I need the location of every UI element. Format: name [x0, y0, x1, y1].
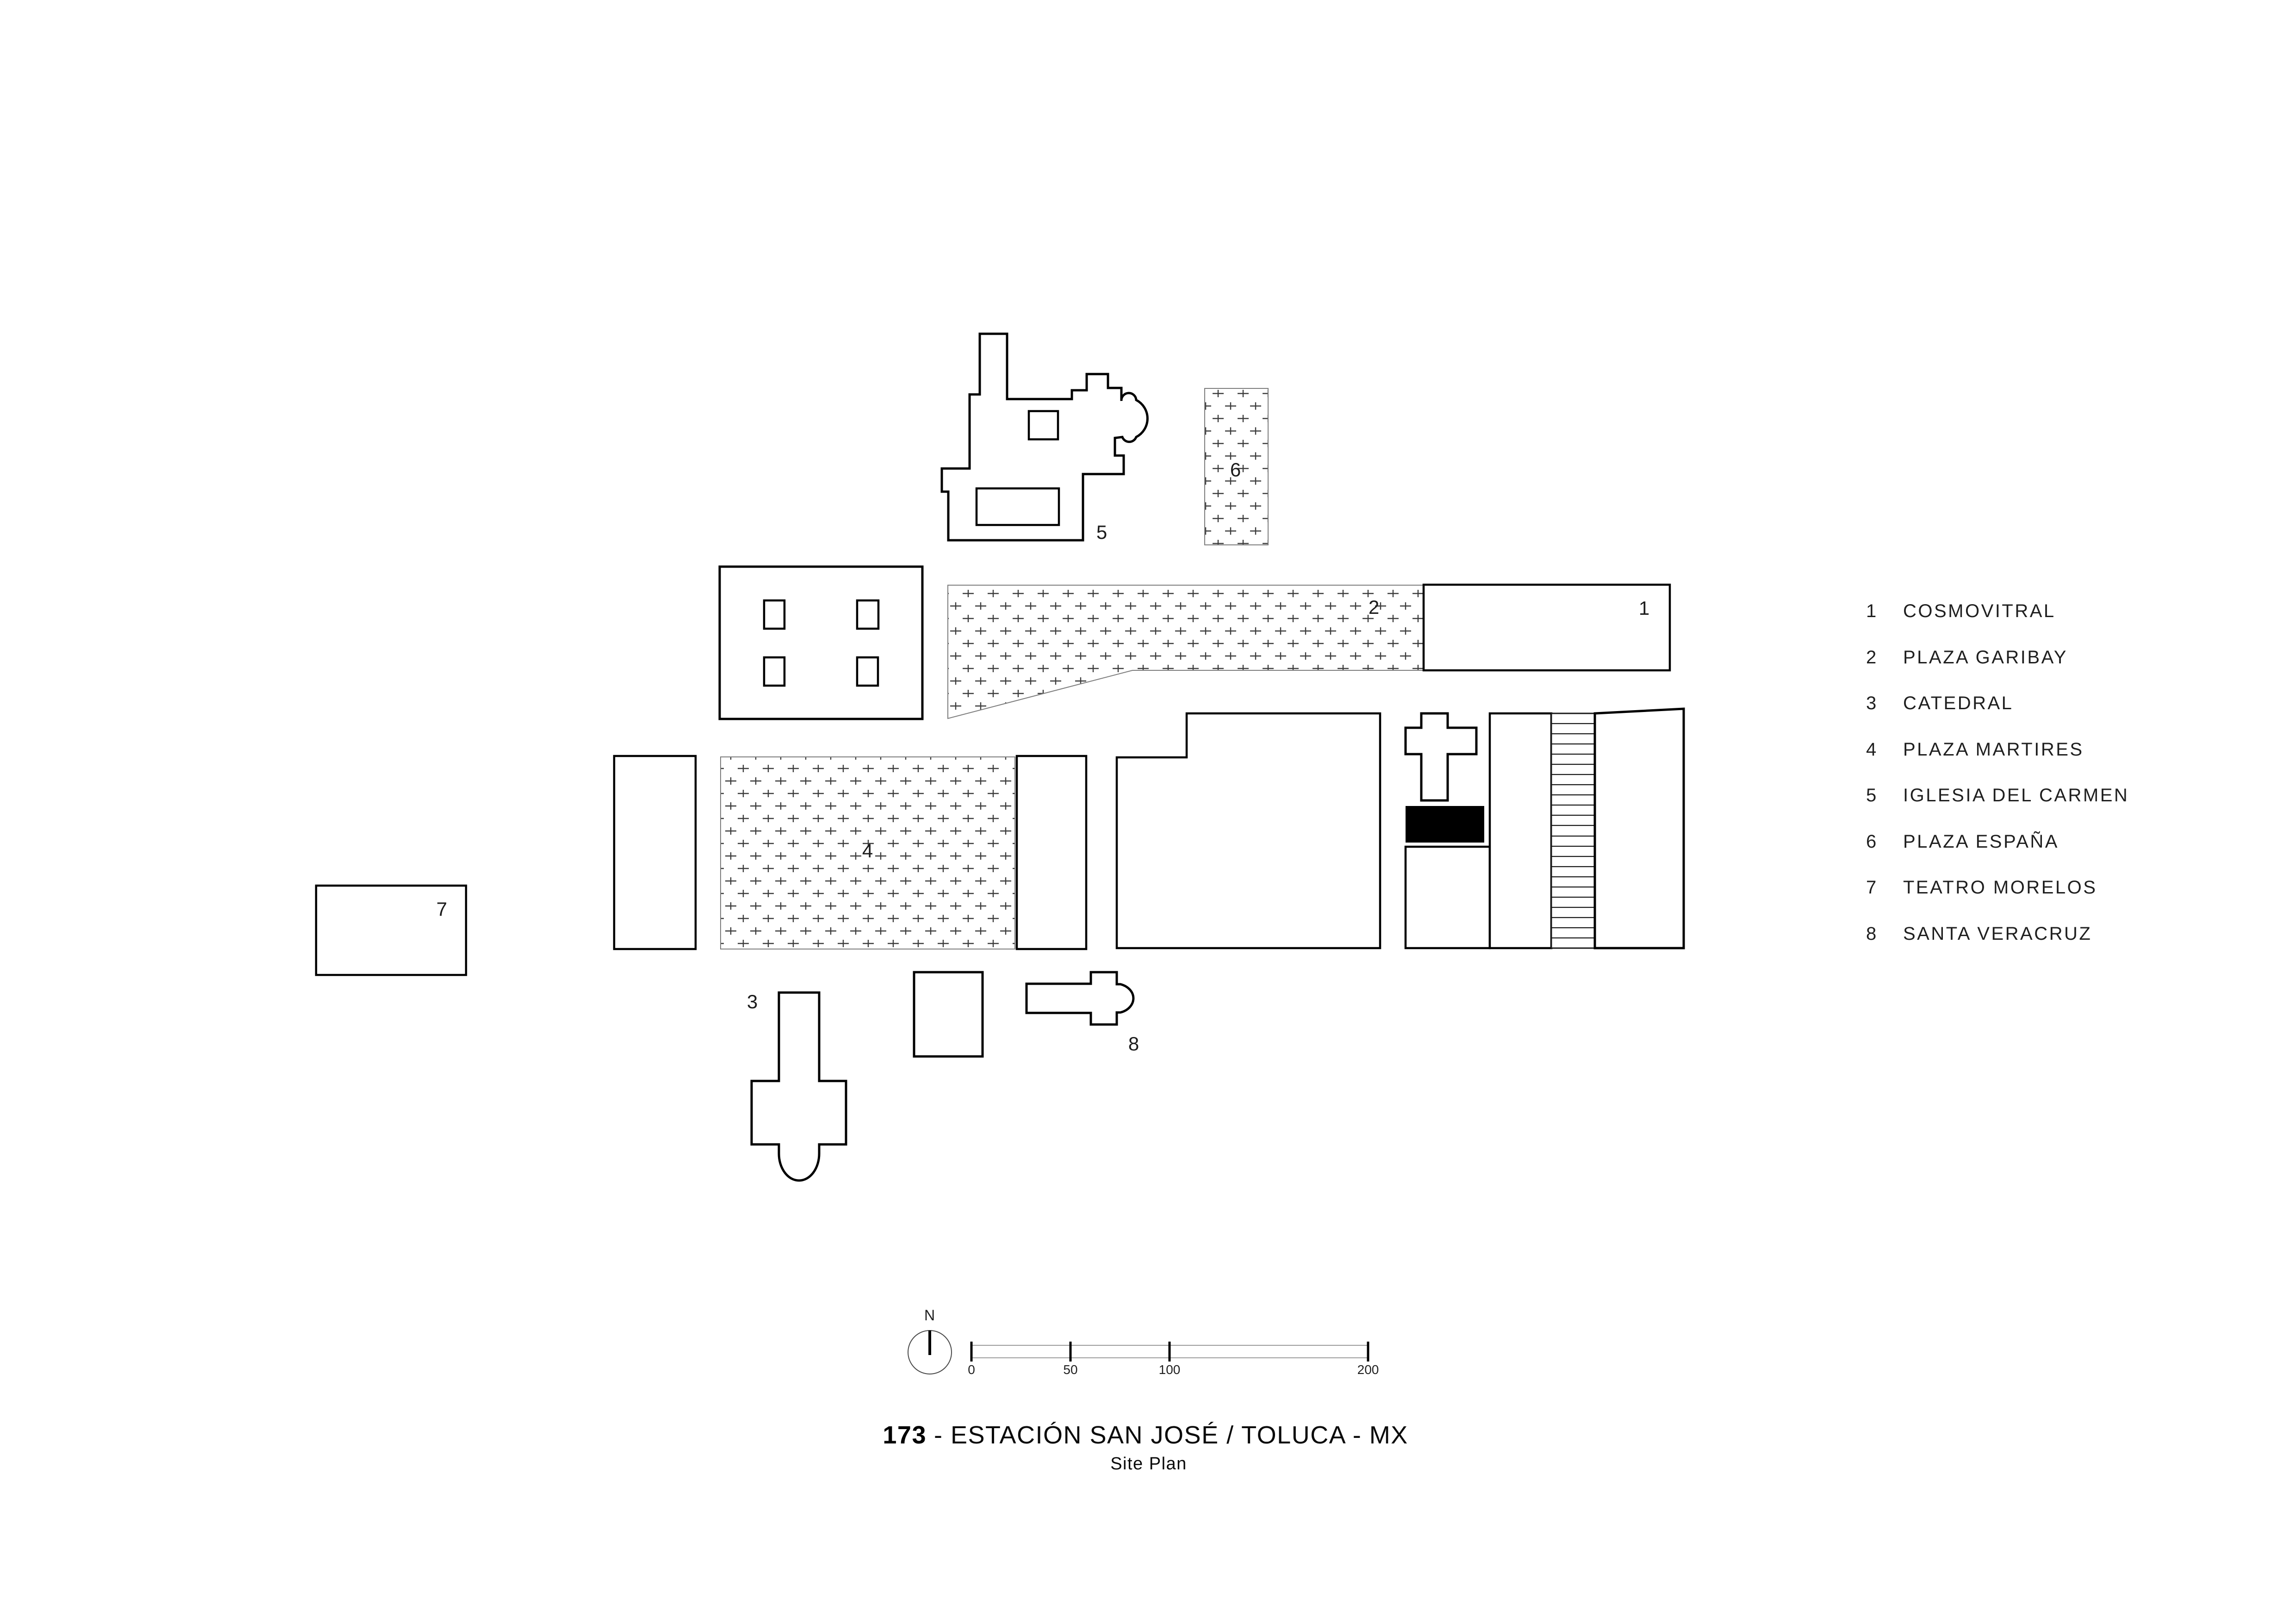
legend-label-6: PLAZA ESPAÑA: [1903, 831, 2059, 852]
building-below-solid-block: [1404, 845, 1491, 949]
legend-label-1: COSMOVITRAL: [1903, 601, 2056, 621]
drawing-subtitle: Site Plan: [1110, 1454, 1187, 1474]
map-label-plaza-espana: 6: [1230, 459, 1241, 481]
map-label-plaza-martires: 4: [862, 840, 873, 862]
north-arrow: N: [908, 1307, 952, 1374]
building-slanted-top: [1593, 707, 1685, 949]
building-cross-chapel: [1404, 712, 1478, 802]
legend-num-7: 7: [1866, 877, 1878, 898]
stair-strip-rungs: [1551, 723, 1595, 939]
title-block: 173 - ESTACIÓN SAN JOSÉ / TOLUCA - MX Si…: [883, 1421, 1408, 1474]
legend-label-5: IGLESIA DEL CARMEN: [1903, 785, 2129, 806]
plaza-martires-area: [720, 756, 1015, 949]
scale-label-200: 200: [1357, 1362, 1379, 1377]
building-east-flanker: [1015, 755, 1088, 950]
legend-num-3: 3: [1866, 693, 1878, 713]
building-catedral: [750, 991, 847, 1182]
building-small-block: [913, 971, 984, 1058]
building-teatro-morelos: [315, 884, 467, 976]
project-number: 173: [883, 1421, 927, 1449]
legend-num-2: 2: [1866, 647, 1878, 668]
patio-window-bottom-right: [856, 656, 879, 687]
legend-label-3: CATEDRAL: [1903, 693, 2013, 713]
patio-window-top-left: [763, 599, 786, 630]
building-large-block: [1115, 712, 1381, 949]
legend-num-6: 6: [1866, 831, 1878, 852]
north-label: N: [924, 1307, 935, 1324]
map-label-teatro-morelos: 7: [436, 898, 448, 920]
legend-label-4: PLAZA MARTIRES: [1903, 739, 2084, 760]
building-tall-block: [1488, 712, 1553, 949]
building-west-flanker: [613, 755, 697, 950]
map-label-catedral: 3: [747, 991, 758, 1012]
plaza-espana-area: [1204, 388, 1269, 545]
legend-label-7: TEATRO MORELOS: [1903, 877, 2097, 898]
map-label-santa-veracruz: 8: [1128, 1033, 1139, 1055]
stair-strip: [1550, 712, 1596, 949]
patio-window-top-right: [856, 599, 880, 630]
scale-label-100: 100: [1159, 1362, 1181, 1377]
scale-bar: 0 50 100 200: [968, 1342, 1379, 1377]
scale-label-50: 50: [1063, 1362, 1077, 1377]
building-santa-veracruz: [1025, 971, 1135, 1026]
legend-label-8: SANTA VERACRUZ: [1903, 924, 2092, 944]
building-four-patios: [718, 565, 924, 720]
iglesia-courtyard-small: [1027, 410, 1059, 441]
legend-label-2: PLAZA GARIBAY: [1903, 647, 2068, 668]
legend: 1 COSMOVITRAL 2 PLAZA GARIBAY 3 CATEDRAL…: [1866, 601, 2129, 944]
iglesia-courtyard-large: [975, 487, 1060, 526]
legend-num-1: 1: [1866, 601, 1878, 621]
legend-num-4: 4: [1866, 739, 1878, 760]
legend-num-8: 8: [1866, 924, 1878, 944]
building-cosmovitral: [1422, 583, 1671, 672]
legend-num-5: 5: [1866, 785, 1878, 806]
map-label-iglesia-del-carmen: 5: [1096, 521, 1108, 543]
scale-label-0: 0: [968, 1362, 975, 1377]
project-title: - ESTACIÓN SAN JOSÉ / TOLUCA - MX: [934, 1421, 1408, 1449]
map-label-plaza-garibay: 2: [1369, 596, 1380, 618]
solid-black-building: [1406, 806, 1484, 843]
map-label-cosmovitral: 1: [1639, 597, 1650, 619]
patio-window-bottom-left: [763, 656, 786, 687]
plaza-garibay-area: [947, 585, 1424, 719]
